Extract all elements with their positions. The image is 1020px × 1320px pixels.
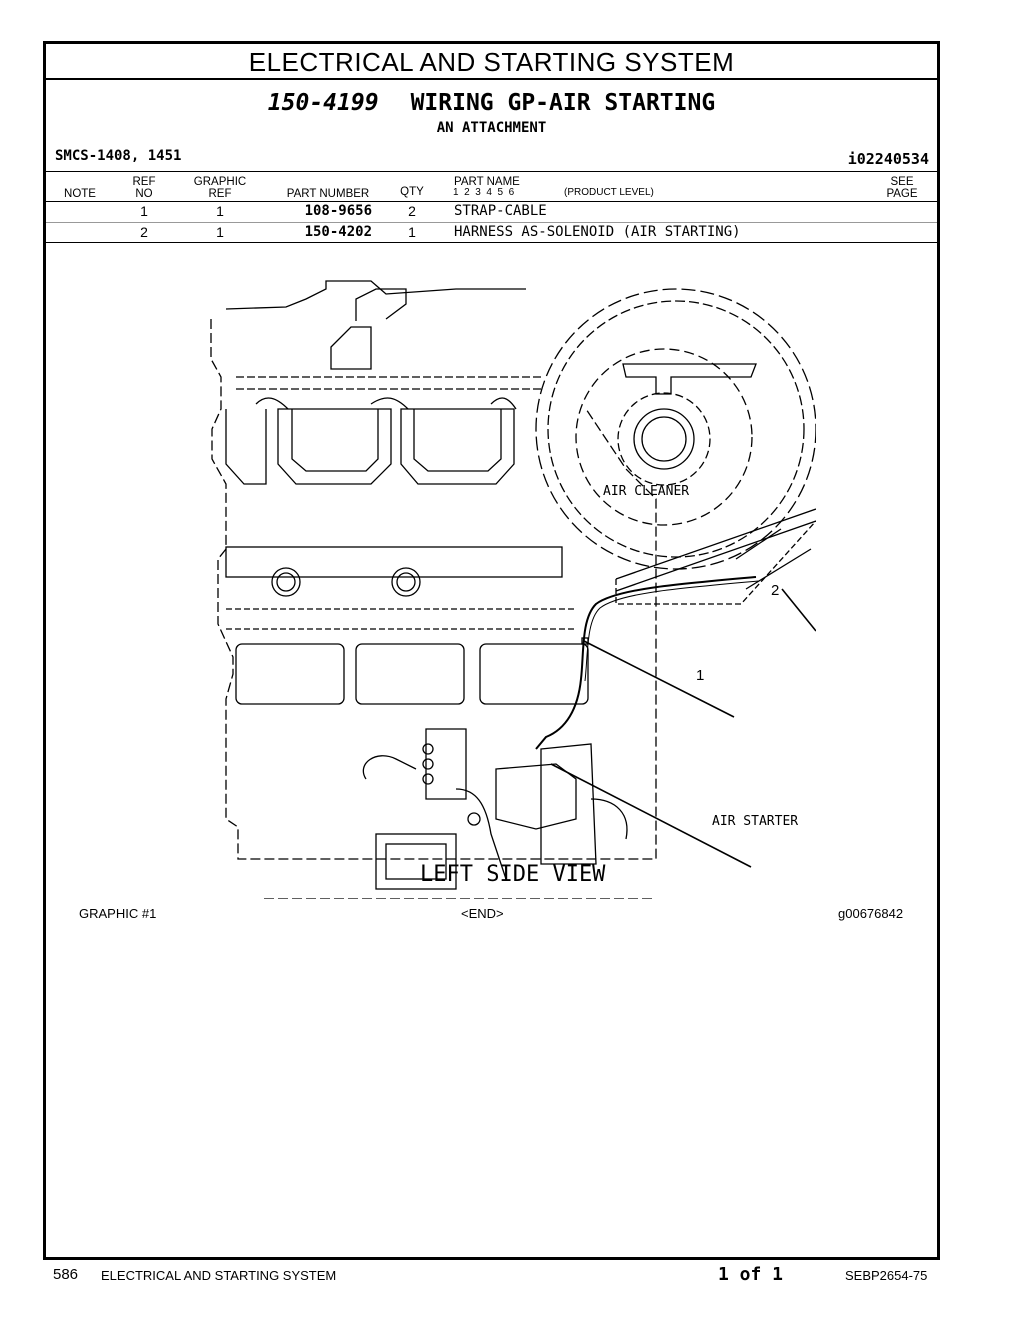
callout-2: 2 — [771, 582, 780, 599]
header-part-name: PART NAME — [454, 176, 520, 188]
group-subtitle: AN ATTACHMENT — [436, 120, 547, 136]
footer-document: SEBP2654-75 — [845, 1268, 928, 1283]
row-1-qty: 2 — [408, 203, 416, 219]
row-1-graphic-ref: 1 — [216, 203, 224, 219]
row-2-ref-no: 2 — [140, 224, 148, 240]
header-note: NOTE — [64, 188, 96, 200]
header-ref-no-top: REF — [132, 176, 156, 188]
header-see-page-top: SEE — [890, 176, 914, 188]
header-part-number: PART NUMBER — [286, 188, 370, 200]
graphic-id: g00676842 — [838, 906, 904, 921]
row-2-qty: 1 — [408, 224, 416, 240]
header-product-level: (PRODUCT LEVEL) — [564, 187, 654, 198]
page-frame: ELECTRICAL AND STARTING SYSTEM 150-4199 W… — [43, 41, 940, 1260]
header-graphic-ref-bottom: REF — [208, 188, 232, 200]
section-title: ELECTRICAL AND STARTING SYSTEM — [46, 44, 937, 80]
header-product-level-digits: 1 2 3 4 5 6 — [453, 187, 515, 198]
table-top-rule — [46, 171, 937, 172]
row-1-ref-no: 1 — [140, 203, 148, 219]
callout-1: 1 — [696, 667, 705, 684]
row-divider — [46, 222, 937, 223]
group-number: 150-4199 — [267, 90, 379, 116]
header-see-page-bottom: PAGE — [886, 188, 918, 200]
graphic-caption: GRAPHIC #1 — [79, 906, 157, 921]
document-identifier: i02240534 — [847, 150, 929, 168]
row-1-part-name: STRAP-CABLE — [454, 203, 547, 219]
end-marker: <END> — [461, 906, 504, 921]
footer-section: ELECTRICAL AND STARTING SYSTEM — [101, 1268, 337, 1283]
row-2-graphic-ref: 1 — [216, 224, 224, 240]
header-graphic-ref-top: GRAPHIC — [193, 176, 247, 188]
group-title: 150-4199 WIRING GP-AIR STARTING — [46, 90, 937, 116]
group-name: WIRING GP-AIR STARTING — [410, 90, 716, 116]
header-ref-no-bottom: NO — [135, 188, 153, 200]
row-2-part-number: 150-4202 — [304, 224, 372, 240]
label-air-starter: AIR STARTER — [712, 814, 799, 829]
engine-diagram — [210, 280, 816, 899]
smcs-codes: SMCS-1408, 1451 — [55, 148, 182, 164]
label-air-cleaner: AIR CLEANER — [603, 484, 690, 499]
header-qty: QTY — [400, 186, 424, 198]
footer-page-number: 586 — [53, 1266, 79, 1283]
row-1-part-number: 108-9656 — [304, 203, 372, 219]
label-left-side-view: LEFT SIDE VIEW — [420, 862, 606, 887]
table-header-rule — [46, 201, 937, 202]
footer-page-count: 1 of 1 — [718, 1264, 784, 1285]
row-2-part-name: HARNESS AS-SOLENOID (AIR STARTING) — [454, 224, 741, 240]
table-bottom-rule — [46, 242, 937, 243]
